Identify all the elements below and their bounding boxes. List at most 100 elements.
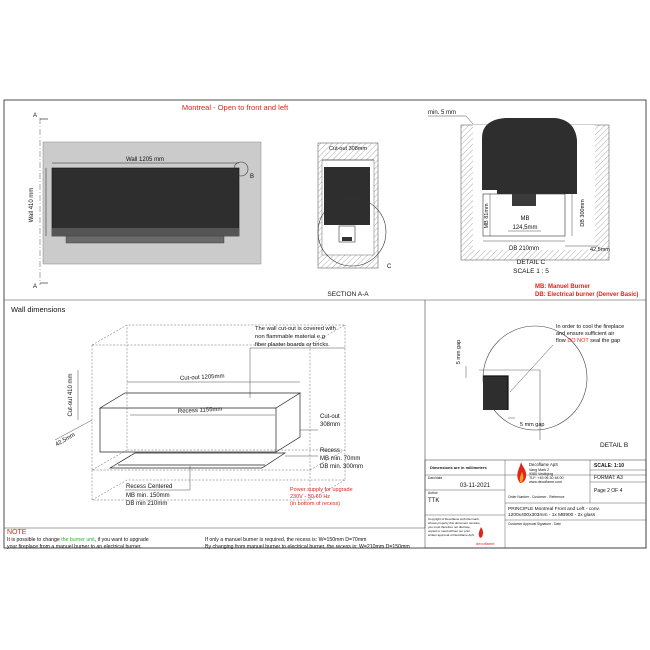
detail-c-fireplace-body — [482, 118, 577, 190]
product-line1: PRINCIPLE Montreal Front and Left - conv… — [508, 506, 600, 512]
detail-c-burner — [512, 194, 536, 206]
product-line2: 1200x400x303mm - 1x MB900 - 2x glass — [508, 512, 596, 518]
recess-outline — [108, 452, 287, 469]
fireplace-bottom-frame — [52, 228, 239, 236]
section-fireplace — [324, 167, 370, 225]
detail-c-scale: SCALE 1 : 5 — [513, 268, 549, 275]
approval-label: Customer Approval Signature - Date — [508, 522, 561, 526]
recess-title: Recess — [320, 448, 340, 454]
company-web: www.decoflame.com — [529, 480, 562, 484]
wall-height-label: Wall 410 mm — [29, 188, 35, 223]
recess-db: DB min. 300mm — [320, 464, 363, 470]
section-cutout-label: Cut-out 308mm — [329, 146, 367, 152]
cutout-height-label: Cut-out 410 mm — [68, 373, 74, 416]
fireplace-side-outline — [275, 393, 301, 453]
centered-db: DB min 210mm — [126, 501, 167, 507]
centered-title: Recess Centered — [126, 484, 172, 490]
flame-logo-inner — [519, 472, 524, 483]
cutout-top-face — [91, 324, 346, 346]
section-marker-top: A — [33, 113, 37, 119]
author-value: TTK — [428, 498, 439, 504]
recess-lower-front — [91, 470, 346, 501]
title-block: Dimensions are in millimeters Decoflame … — [424, 459, 647, 549]
db-width-label: DB 210mm — [509, 246, 539, 252]
sheet-border — [3, 99, 647, 549]
note-leader-b — [509, 344, 554, 393]
wall-dimensions-heading: Wall dimensions — [11, 305, 66, 314]
detail-b-wall-edge — [479, 369, 541, 440]
format-value: FORMAT: A3 — [594, 475, 623, 481]
depth-dimension — [54, 419, 93, 441]
legend-mb: MB: Manuel Burner — [535, 284, 591, 290]
detail-c-caption: DETAIL C — [517, 259, 546, 266]
power-line2: 230V - 50-60 Hz — [290, 494, 330, 500]
page-value: Page 2 OF 4 — [594, 488, 623, 494]
section-a-a: Cut-out 308mm C SECTION A-A — [317, 142, 392, 298]
db-height-label: DB 300mm — [580, 199, 586, 227]
fireplace-front-outline — [99, 408, 277, 453]
footer-note: NOTE It is possible to change the burner… — [7, 529, 410, 550]
date-value: 03-11-2021 — [460, 483, 491, 489]
detail-b-note: In order to cool the fireplace and ensur… — [556, 324, 626, 344]
scale-value: SCALE: 1:10 — [594, 463, 624, 469]
recess-lower-box — [91, 450, 346, 501]
logo-wordmark: decoflame — [476, 541, 495, 546]
detail-b-marker: B — [250, 174, 254, 180]
detail-c: min. 5 mm MB 124,5mm MB 81mm DB 210mm DB… — [428, 110, 610, 275]
legend-db: DB: Electrical burner (Denver Basic) — [535, 292, 638, 298]
note-line3: If only a manuel burner is required, the… — [205, 537, 366, 543]
front-view: A A Wall 1205 mm Wall 410 mm B — [29, 113, 262, 290]
company-address2: 9380 Vestbjerg — [529, 472, 553, 476]
wall-dimensions-iso: Wall dimensions Cut-out 1205mm Recess 11… — [11, 305, 363, 507]
detail-b-frame — [483, 375, 509, 410]
cutout-back-edges — [91, 325, 128, 471]
wall-width-label: Wall 1205 mm — [126, 157, 164, 163]
order-label: Order Number - Customer - Reference — [508, 495, 565, 499]
company-phone: TLF: +45 96 30 48 00 — [529, 476, 563, 480]
recess-width-label: Recess 1155mm — [178, 407, 223, 415]
centered-mb: MB min. 150mm — [126, 493, 170, 499]
flame-logo-icon — [517, 462, 527, 483]
power-line3: (in bottom of recess) — [290, 501, 340, 507]
note-title: NOTE — [7, 529, 27, 536]
vertical-gap-label: 5 mm gap — [456, 340, 462, 364]
recess-mb: MB min. 70mm — [320, 456, 360, 462]
date-label: Dato/date — [428, 476, 442, 480]
company-name: Decoflame ApS — [529, 462, 558, 467]
mb-value: 124,5mm — [512, 225, 537, 231]
wall-note: The wall cut-out is covered with non fla… — [255, 326, 338, 348]
detail-b-caption: DETAIL B — [600, 442, 628, 449]
units-label: Dimensions are in millimeters — [430, 465, 487, 470]
side-gap-label: 42,5mm — [590, 247, 610, 253]
company-address1: Vang Mark 2 — [529, 468, 549, 472]
fireplace-glass-front — [51, 167, 240, 237]
detail-b-circle — [233, 161, 249, 177]
fireplace-top-outline — [98, 392, 302, 409]
title-block-frame — [424, 459, 647, 549]
cutout-depth-label: Cut-out 308mm — [320, 414, 341, 428]
detail-c-base — [497, 190, 577, 194]
note-line4: By changing from manuel burner to electr… — [205, 544, 410, 550]
mb-height-label: MB 81mm — [484, 203, 490, 228]
detail-b: 5 mm gap 5 mm gap In order to cool the f… — [456, 324, 628, 449]
cutout-width-label: Cut-out 1205mm — [180, 374, 225, 382]
author-label: Author — [428, 491, 439, 495]
detail-b-fireplace-corner — [483, 376, 508, 410]
horizontal-gap-label: 5 mm gap — [520, 422, 544, 428]
note-line2: your fireplace from a manuel burner to a… — [7, 544, 142, 550]
burner-tray — [65, 235, 225, 244]
section-caption: SECTION A-A — [327, 291, 369, 298]
min-gap-label: min. 5 mm — [428, 110, 456, 116]
min-gap-arrow — [465, 115, 474, 125]
detail-c-marker: C — [387, 264, 392, 270]
mb-label: MB — [521, 216, 530, 222]
section-burner — [342, 237, 352, 241]
detail-c-circle — [317, 197, 387, 267]
note-line1: It is possible to change the burner unit… — [7, 537, 149, 543]
power-line1: Power supply for upgrade — [290, 487, 353, 493]
small-flame-logo-icon — [478, 527, 484, 538]
copyright-text: Copyright of Decoflame ApS Denmark, whos… — [428, 517, 481, 537]
section-marker-bottom: A — [33, 284, 37, 290]
drawing-title: Montreal - Open to front and left — [182, 103, 289, 112]
